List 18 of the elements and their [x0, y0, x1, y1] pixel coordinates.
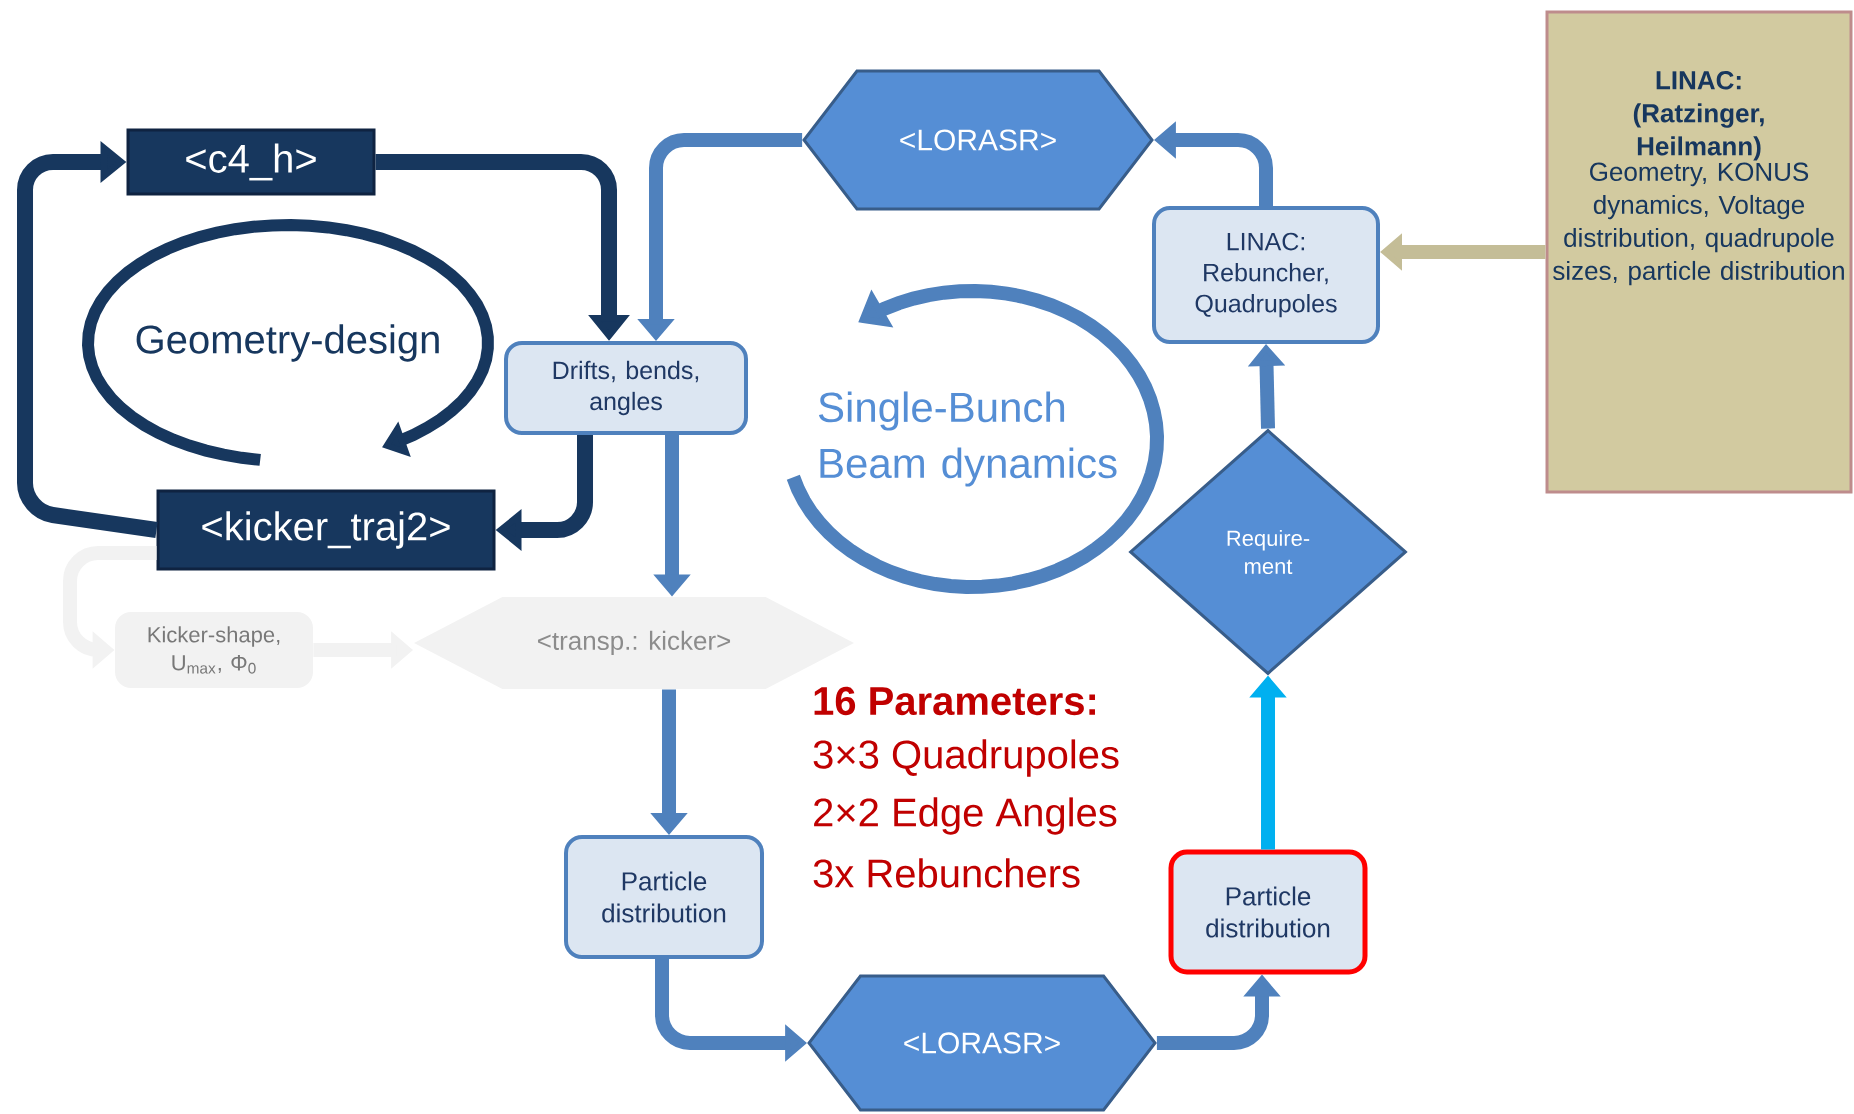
- parameter-item: 3×3 Quadrupoles: [813, 739, 1119, 777]
- info-panel: LINAC: (Ratzinger, Heilmann) Geometry, KONUS dynamics, Voltage distribution, quadrupole sizes, particle distribution: [1545, 10, 1853, 494]
- cycle-loop: Geometry-design: [82, 219, 494, 466]
- hexagon: <LORASR>: [802, 69, 1154, 211]
- parameter-item: 3x Rebunchers: [813, 858, 1080, 888]
- process-box: Drifts, bends, angles: [504, 341, 748, 435]
- parameter-item: 2×2 Edge Angles: [814, 797, 1117, 835]
- process-box: Kicker-shape, U$_{max}$, Φ$_{0}$: [115, 612, 313, 688]
- process-box: Particle distribution: [1168, 849, 1368, 975]
- hexagon: <LORASR>: [807, 974, 1157, 1112]
- node-label: Single-Bunch Beam dynamics: [818, 391, 1117, 487]
- parameter-heading: 16 Parameters:: [814, 686, 1095, 716]
- process-box: LINAC: Rebuncher, Quadrupoles: [1152, 206, 1380, 344]
- arrow: [17, 141, 158, 538]
- program-box: <kicker_traj2>: [156, 489, 496, 571]
- node-label: Geometry-design: [136, 324, 439, 362]
- process-box: Particle distribution: [564, 835, 764, 959]
- cycle-loop: Single-Bunch Beam dynamics: [786, 284, 1164, 594]
